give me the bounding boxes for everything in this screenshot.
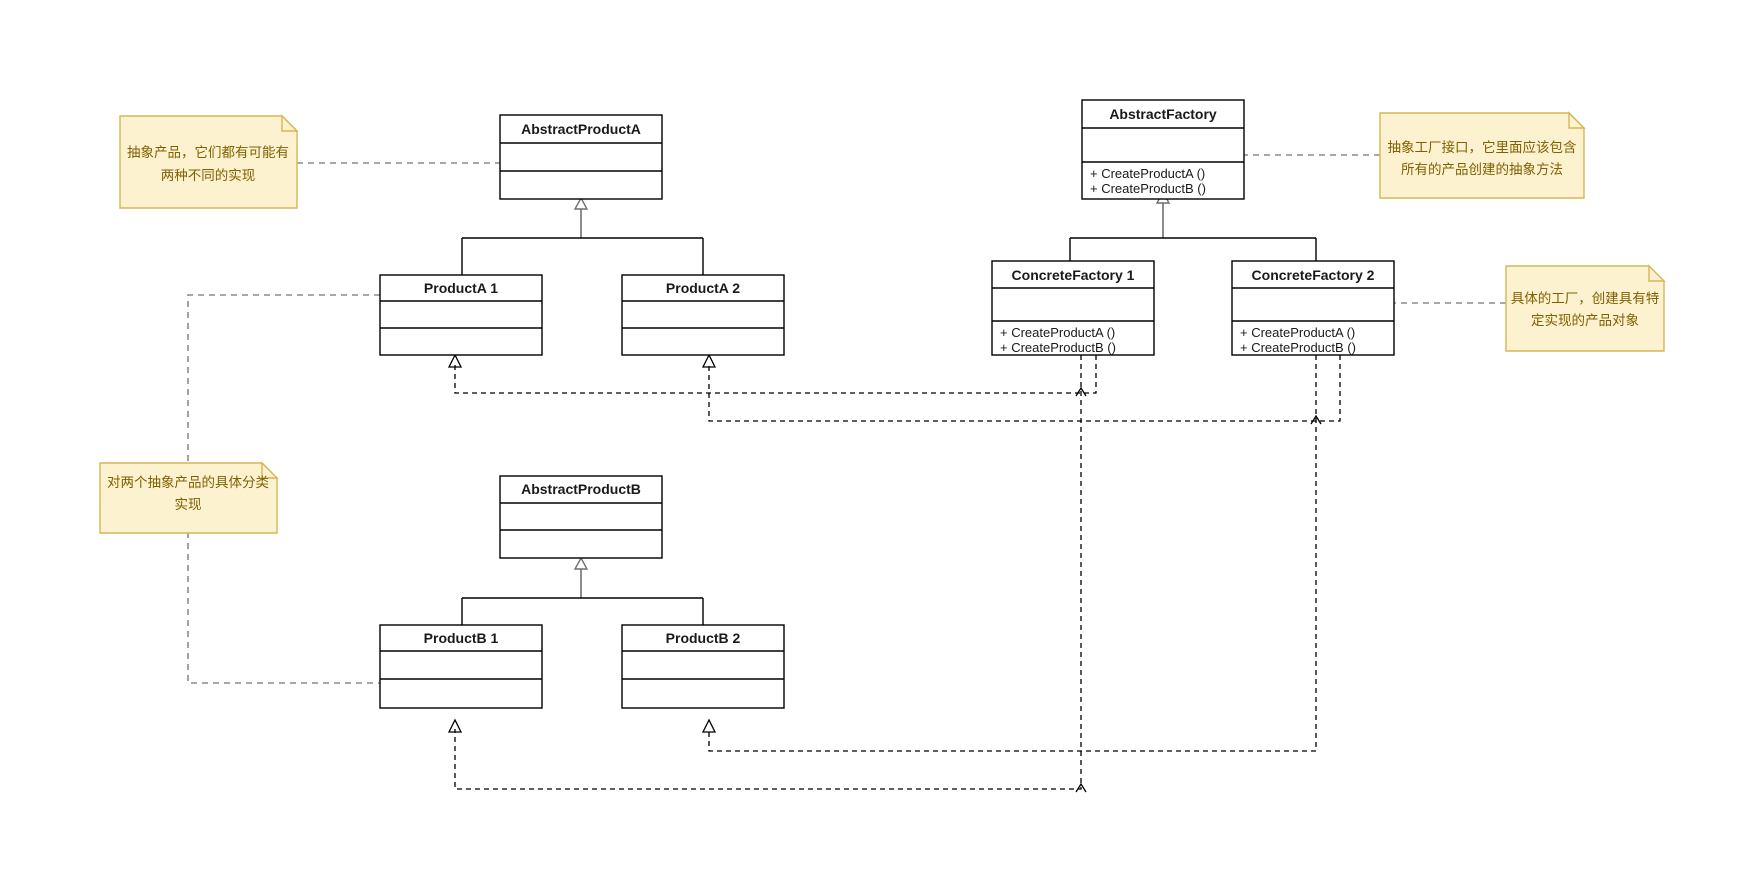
dependency-crossing-jump-upper: [1075, 386, 1087, 397]
class-abstract-product-b[interactable]: AbstractProductB: [499, 475, 663, 559]
class-abstract-product-a[interactable]: AbstractProductA: [499, 114, 663, 200]
class-product-b2[interactable]: ProductB 2: [621, 624, 785, 709]
dependency-cf1-productb1: [454, 355, 1082, 790]
class-product-a1[interactable]: ProductA 1: [379, 274, 543, 356]
class-title-product-a1: ProductA 1: [424, 280, 498, 296]
class-concrete-factory-2[interactable]: ConcreteFactory 2 + CreateProductA () + …: [1231, 260, 1395, 356]
note-abstract-factory[interactable]: 抽象工厂接口，它里面应该包含 所有的产品创建的抽象方法: [1379, 111, 1586, 199]
class-title-concrete-factory-2: ConcreteFactory 2: [1252, 267, 1375, 283]
class-member-concrete-factory-2-0: + CreateProductA (): [1240, 325, 1355, 340]
generalization-branch-factory: [1069, 237, 1317, 261]
note-concrete-factory-line2: 定实现的产品对象: [1531, 313, 1639, 328]
class-title-product-b2: ProductB 2: [666, 630, 741, 646]
class-member-abstract-factory-1: + CreateProductB (): [1090, 181, 1206, 196]
class-product-b1[interactable]: ProductB 1: [379, 624, 543, 709]
note-abstract-factory-line1: 抽象工厂接口，它里面应该包含: [1388, 139, 1577, 155]
note-abstract-products-line2: 两种不同的实现: [161, 168, 256, 183]
note-concrete-products-line1: 对两个抽象产品的具体分类: [107, 475, 269, 490]
class-concrete-factory-1[interactable]: ConcreteFactory 1 + CreateProductA () + …: [991, 260, 1155, 356]
class-member-concrete-factory-1-0: + CreateProductA (): [1000, 325, 1115, 340]
class-title-abstract-factory: AbstractFactory: [1109, 106, 1217, 122]
class-member-abstract-factory-0: + CreateProductA (): [1090, 166, 1205, 181]
class-title-product-b1: ProductB 1: [424, 630, 499, 646]
class-title-concrete-factory-1: ConcreteFactory 1: [1012, 267, 1135, 283]
class-title-abstract-product-a: AbstractProductA: [521, 121, 641, 137]
class-title-product-a2: ProductA 2: [666, 280, 740, 296]
generalization-branch-product-a: [461, 237, 704, 275]
note-abstract-products-line1: 抽象产品，它们都有可能有: [127, 144, 289, 160]
dependency-cf2-producta2: [708, 355, 1341, 422]
note-concrete-products-line2: 实现: [175, 497, 202, 512]
dependency-crossing-jump-bottom: [1075, 782, 1087, 793]
class-member-concrete-factory-1-1: + CreateProductB (): [1000, 340, 1116, 355]
class-title-abstract-product-b: AbstractProductB: [521, 481, 641, 497]
dependency-arrowhead-cf1-productb1: [447, 718, 463, 733]
dependency-arrowhead-cf2-producta2: [701, 353, 717, 368]
dependency-cf2-productb2: [708, 355, 1317, 752]
class-member-concrete-factory-2-1: + CreateProductB (): [1240, 340, 1356, 355]
note-concrete-products[interactable]: 对两个抽象产品的具体分类 实现: [99, 461, 279, 534]
generalization-branch-product-b: [461, 597, 704, 625]
class-abstract-factory[interactable]: AbstractFactory + CreateProductA () + Cr…: [1081, 99, 1245, 200]
dependency-arrowhead-cf1-producta1: [447, 353, 463, 368]
note-concrete-factory[interactable]: 具体的工厂，创建具有特 定实现的产品对象: [1505, 264, 1666, 352]
note-abstract-factory-line2: 所有的产品创建的抽象方法: [1401, 162, 1563, 177]
class-product-a2[interactable]: ProductA 2: [621, 274, 785, 356]
note-concrete-factory-line1: 具体的工厂，创建具有特: [1511, 291, 1660, 306]
dependency-arrowhead-cf2-productb2: [701, 718, 717, 733]
generalization-arrowhead-abstract-product-a: [573, 196, 589, 210]
note-abstract-products[interactable]: 抽象产品，它们都有可能有 两种不同的实现: [119, 114, 299, 209]
dependency-crossing-jump-lower: [1310, 414, 1322, 425]
generalization-arrowhead-abstract-product-b: [573, 556, 589, 570]
dependency-cf1-producta1: [454, 355, 1097, 394]
